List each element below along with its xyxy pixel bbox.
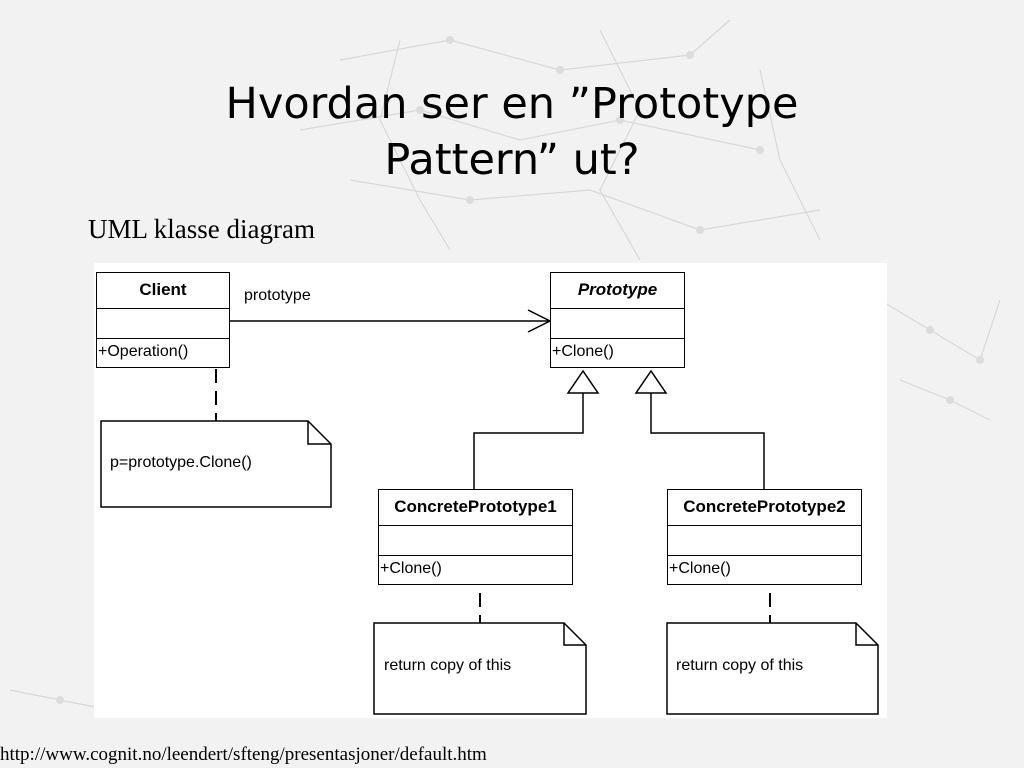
class-concrete-prototype-1: ConcretePrototype1 +Clone() <box>378 489 573 585</box>
association-label: prototype <box>244 287 311 304</box>
slide-title-line-2: Pattern” ut? <box>384 135 640 185</box>
note-concrete2-text: return copy of this <box>676 657 804 674</box>
footer-url: http://www.cognit.no/leendert/sfteng/pre… <box>0 744 487 765</box>
uml-diagram: prototype Client +Operation() Prototype … <box>94 263 887 718</box>
class-client-name: Client <box>97 273 229 309</box>
class-concrete-prototype-2: ConcretePrototype2 +Clone() <box>667 489 862 585</box>
note-shape-concrete2 <box>666 622 879 715</box>
note-shape-client <box>100 420 332 508</box>
class-client-operation: +Operation() <box>98 343 189 360</box>
generalization-line-2 <box>650 393 765 489</box>
generalization-line-1 <box>473 393 584 489</box>
slide-title: Hvordan ser en ”Prototype Pattern” ut? <box>0 76 1024 188</box>
class-concrete-prototype-2-operation: +Clone() <box>669 560 731 577</box>
class-concrete-prototype-2-name: ConcretePrototype2 <box>668 490 861 526</box>
note-shape-concrete1 <box>373 622 587 715</box>
class-concrete-prototype-1-operation: +Clone() <box>380 560 442 577</box>
generalization-triangle-2 <box>634 369 668 394</box>
slide-subtitle: UML klasse diagram <box>88 214 315 244</box>
note-client-text: p=prototype.Clone() <box>110 454 252 471</box>
class-concrete-prototype-1-name: ConcretePrototype1 <box>379 490 572 526</box>
slide-title-line-1: Hvordan ser en ”Prototype <box>225 79 799 129</box>
generalization-triangle-1 <box>566 369 600 394</box>
class-prototype: Prototype +Clone() <box>550 272 685 368</box>
class-prototype-operation: +Clone() <box>552 343 614 360</box>
class-client: Client +Operation() <box>96 272 230 368</box>
class-prototype-name: Prototype <box>551 273 684 309</box>
class-concrete-prototype-2-attributes <box>668 526 861 556</box>
class-client-attributes <box>97 309 229 339</box>
class-prototype-attributes <box>551 309 684 339</box>
note-concrete1-text: return copy of this <box>384 657 512 674</box>
class-concrete-prototype-1-attributes <box>379 526 572 556</box>
diagram-connectors <box>100 309 879 715</box>
